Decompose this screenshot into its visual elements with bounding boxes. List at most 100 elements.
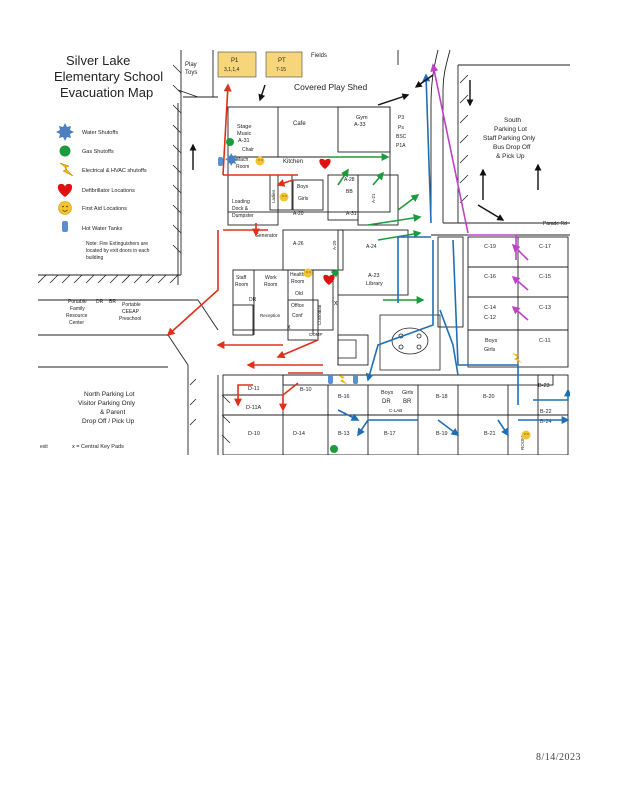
room-work-2: Room [264, 282, 277, 288]
room-chair: Chair [242, 147, 254, 153]
room-mach-2: Room [236, 164, 249, 170]
room-loading-2: Dock & [232, 206, 249, 212]
legend-label-first-aid: First Aid Locations [82, 206, 127, 212]
room-d11: D-11 [248, 386, 260, 392]
room-c13: C-13 [539, 305, 551, 311]
gas-shutoff-icon [330, 445, 338, 453]
legend-item-electrical: Electrical & HVAC shutoffs [59, 162, 147, 177]
room-work-1: Work [265, 275, 277, 281]
b-d-wing [222, 374, 569, 455]
room-d10: D-10 [248, 431, 260, 437]
legend-label-defibrillator: Defibrillator Locations [82, 188, 135, 194]
play-toys-label-1: Play [185, 62, 197, 68]
first-aid-icon [279, 192, 289, 202]
room-a24: A-24 [366, 244, 377, 250]
room-staff-2: Room [235, 282, 248, 288]
room-kitchen: Kitchen [283, 159, 303, 165]
evacuation-map: Silver Lake Elementary School Evacuation… [38, 45, 570, 455]
legend-item-first-aid: First Aid Locations [58, 201, 127, 215]
north-lot-4: Drop Off / Pick Up [82, 418, 135, 425]
hot-water-tank-icon [218, 157, 223, 166]
legend-item-gas: Gas Shutoffs [59, 145, 114, 157]
portable-frc-4: Center [69, 320, 84, 326]
room-girls-c: Girls [484, 347, 496, 353]
portable-pt [265, 51, 303, 78]
room-p1a: P1A [396, 143, 406, 149]
room-gym-2: A-33 [354, 122, 366, 128]
room-stage-2: Music [237, 131, 252, 137]
south-lot-3: Staff Parking Only [483, 135, 536, 142]
map-title: Silver Lake Elementary School Evacuation… [54, 53, 163, 100]
portable-p1-sub: 3,1,1,4 [224, 67, 240, 73]
room-b17: B-17 [384, 431, 396, 437]
room-b20: B-20 [483, 394, 495, 400]
room-c17: C-17 [539, 244, 551, 250]
room-d11a: D-11A [246, 405, 262, 411]
room-girls-b: Girls [402, 390, 414, 396]
room-b23: B-23 [538, 383, 550, 389]
first-aid-icon [521, 430, 531, 440]
room-c14: C-14 [484, 305, 496, 311]
portable-frc-2: Family [70, 306, 85, 312]
legend: Water Shutoffs Gas Shutoffs Electrical &… [56, 123, 150, 261]
north-lot-2: Visitor Parking Only [78, 400, 136, 407]
room-b21: B-21 [484, 431, 496, 437]
portable-frc-1: Portable [68, 299, 87, 305]
room-c-lab: C-LAB [389, 408, 402, 413]
room-dr-b: DR [382, 399, 391, 405]
legend-note-2: located by exit doors in each [86, 248, 150, 254]
north-lot-3: & Parent [100, 409, 125, 416]
play-toys-label-2: Toys [185, 70, 197, 76]
room-staff-1: Staff [236, 275, 247, 281]
black-direction-arrows [189, 74, 542, 221]
key-pads-note: x = Central Key Pads [72, 444, 124, 450]
room-old: Old [295, 291, 303, 297]
portable-ceeap-3: Preschool [119, 316, 141, 322]
gas-shutoff-icon [226, 138, 234, 146]
room-br-b: BR [403, 399, 412, 405]
electrical-icon [338, 375, 348, 385]
date-stamp: 8/14/2023 [536, 752, 582, 763]
covered-play-shed-label: Covered Play Shed [294, 82, 368, 92]
evac-routes-blue [337, 73, 570, 437]
portable-pt-label: PT [278, 58, 286, 64]
evac-routes-red [166, 83, 323, 412]
room-b18: B-18 [436, 394, 448, 400]
room-c11: C-11 [539, 338, 551, 344]
courtyard [337, 314, 441, 371]
room-gym-1: Gym [356, 115, 368, 121]
room-boys1: Boys [297, 184, 309, 190]
map-markers [218, 138, 531, 453]
legend-note-3: building [86, 255, 103, 261]
first-aid-icon [303, 268, 313, 278]
legend-item-defibrillator: Defibrillator Locations [57, 183, 135, 197]
room-c15: C-15 [539, 274, 551, 280]
room-b19: B-19 [436, 431, 448, 437]
title-line-2: Elementary School [54, 69, 163, 84]
room-b10: B-10 [300, 387, 312, 393]
room-c16: C-16 [484, 274, 496, 280]
room-a21: A-21 [371, 193, 376, 203]
room-b16: B-16 [338, 394, 350, 400]
portable-p1-label: P1 [231, 58, 239, 64]
room-c19: C-19 [484, 244, 496, 250]
south-lot-2: Parking Lot [494, 126, 527, 133]
room-loading-1: Loading [232, 199, 250, 205]
title-line-1: Silver Lake [66, 53, 130, 68]
room-a23-1: A-23 [368, 273, 380, 279]
room-custodian: Custodian [317, 304, 322, 325]
defibrillator-icon [319, 158, 331, 169]
fields-label: Fields [311, 53, 327, 59]
portable-p1 [217, 51, 257, 78]
portable-dr: DR [96, 299, 104, 305]
room-dr1: DR [249, 297, 257, 303]
room-room: ROOM [520, 436, 525, 450]
room-stage-1: Stage [237, 124, 251, 130]
room-health-2: Room [291, 279, 304, 285]
room-comp: COMP [309, 332, 323, 337]
legend-item-water: Water Shutoffs [56, 123, 118, 141]
room-girls1: Girls [298, 196, 309, 202]
exit-label: exit [40, 444, 48, 450]
room-stage-3: A-31 [238, 138, 250, 144]
keypad-marker-2: x [334, 300, 338, 307]
